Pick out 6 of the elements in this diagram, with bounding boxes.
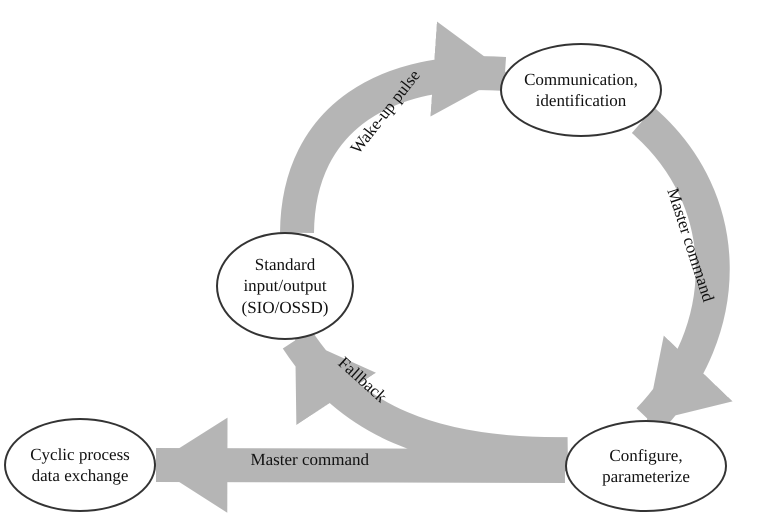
- node-label: Communication, identification: [523, 68, 639, 112]
- edge-label: Master command: [250, 450, 369, 470]
- block-arrow: [280, 24, 508, 234]
- node-label: Cyclic process data exchange: [29, 444, 131, 486]
- node-label: Standard input/output (SIO/OSSD): [240, 254, 330, 318]
- node-label: Configure, parameterize: [601, 444, 691, 488]
